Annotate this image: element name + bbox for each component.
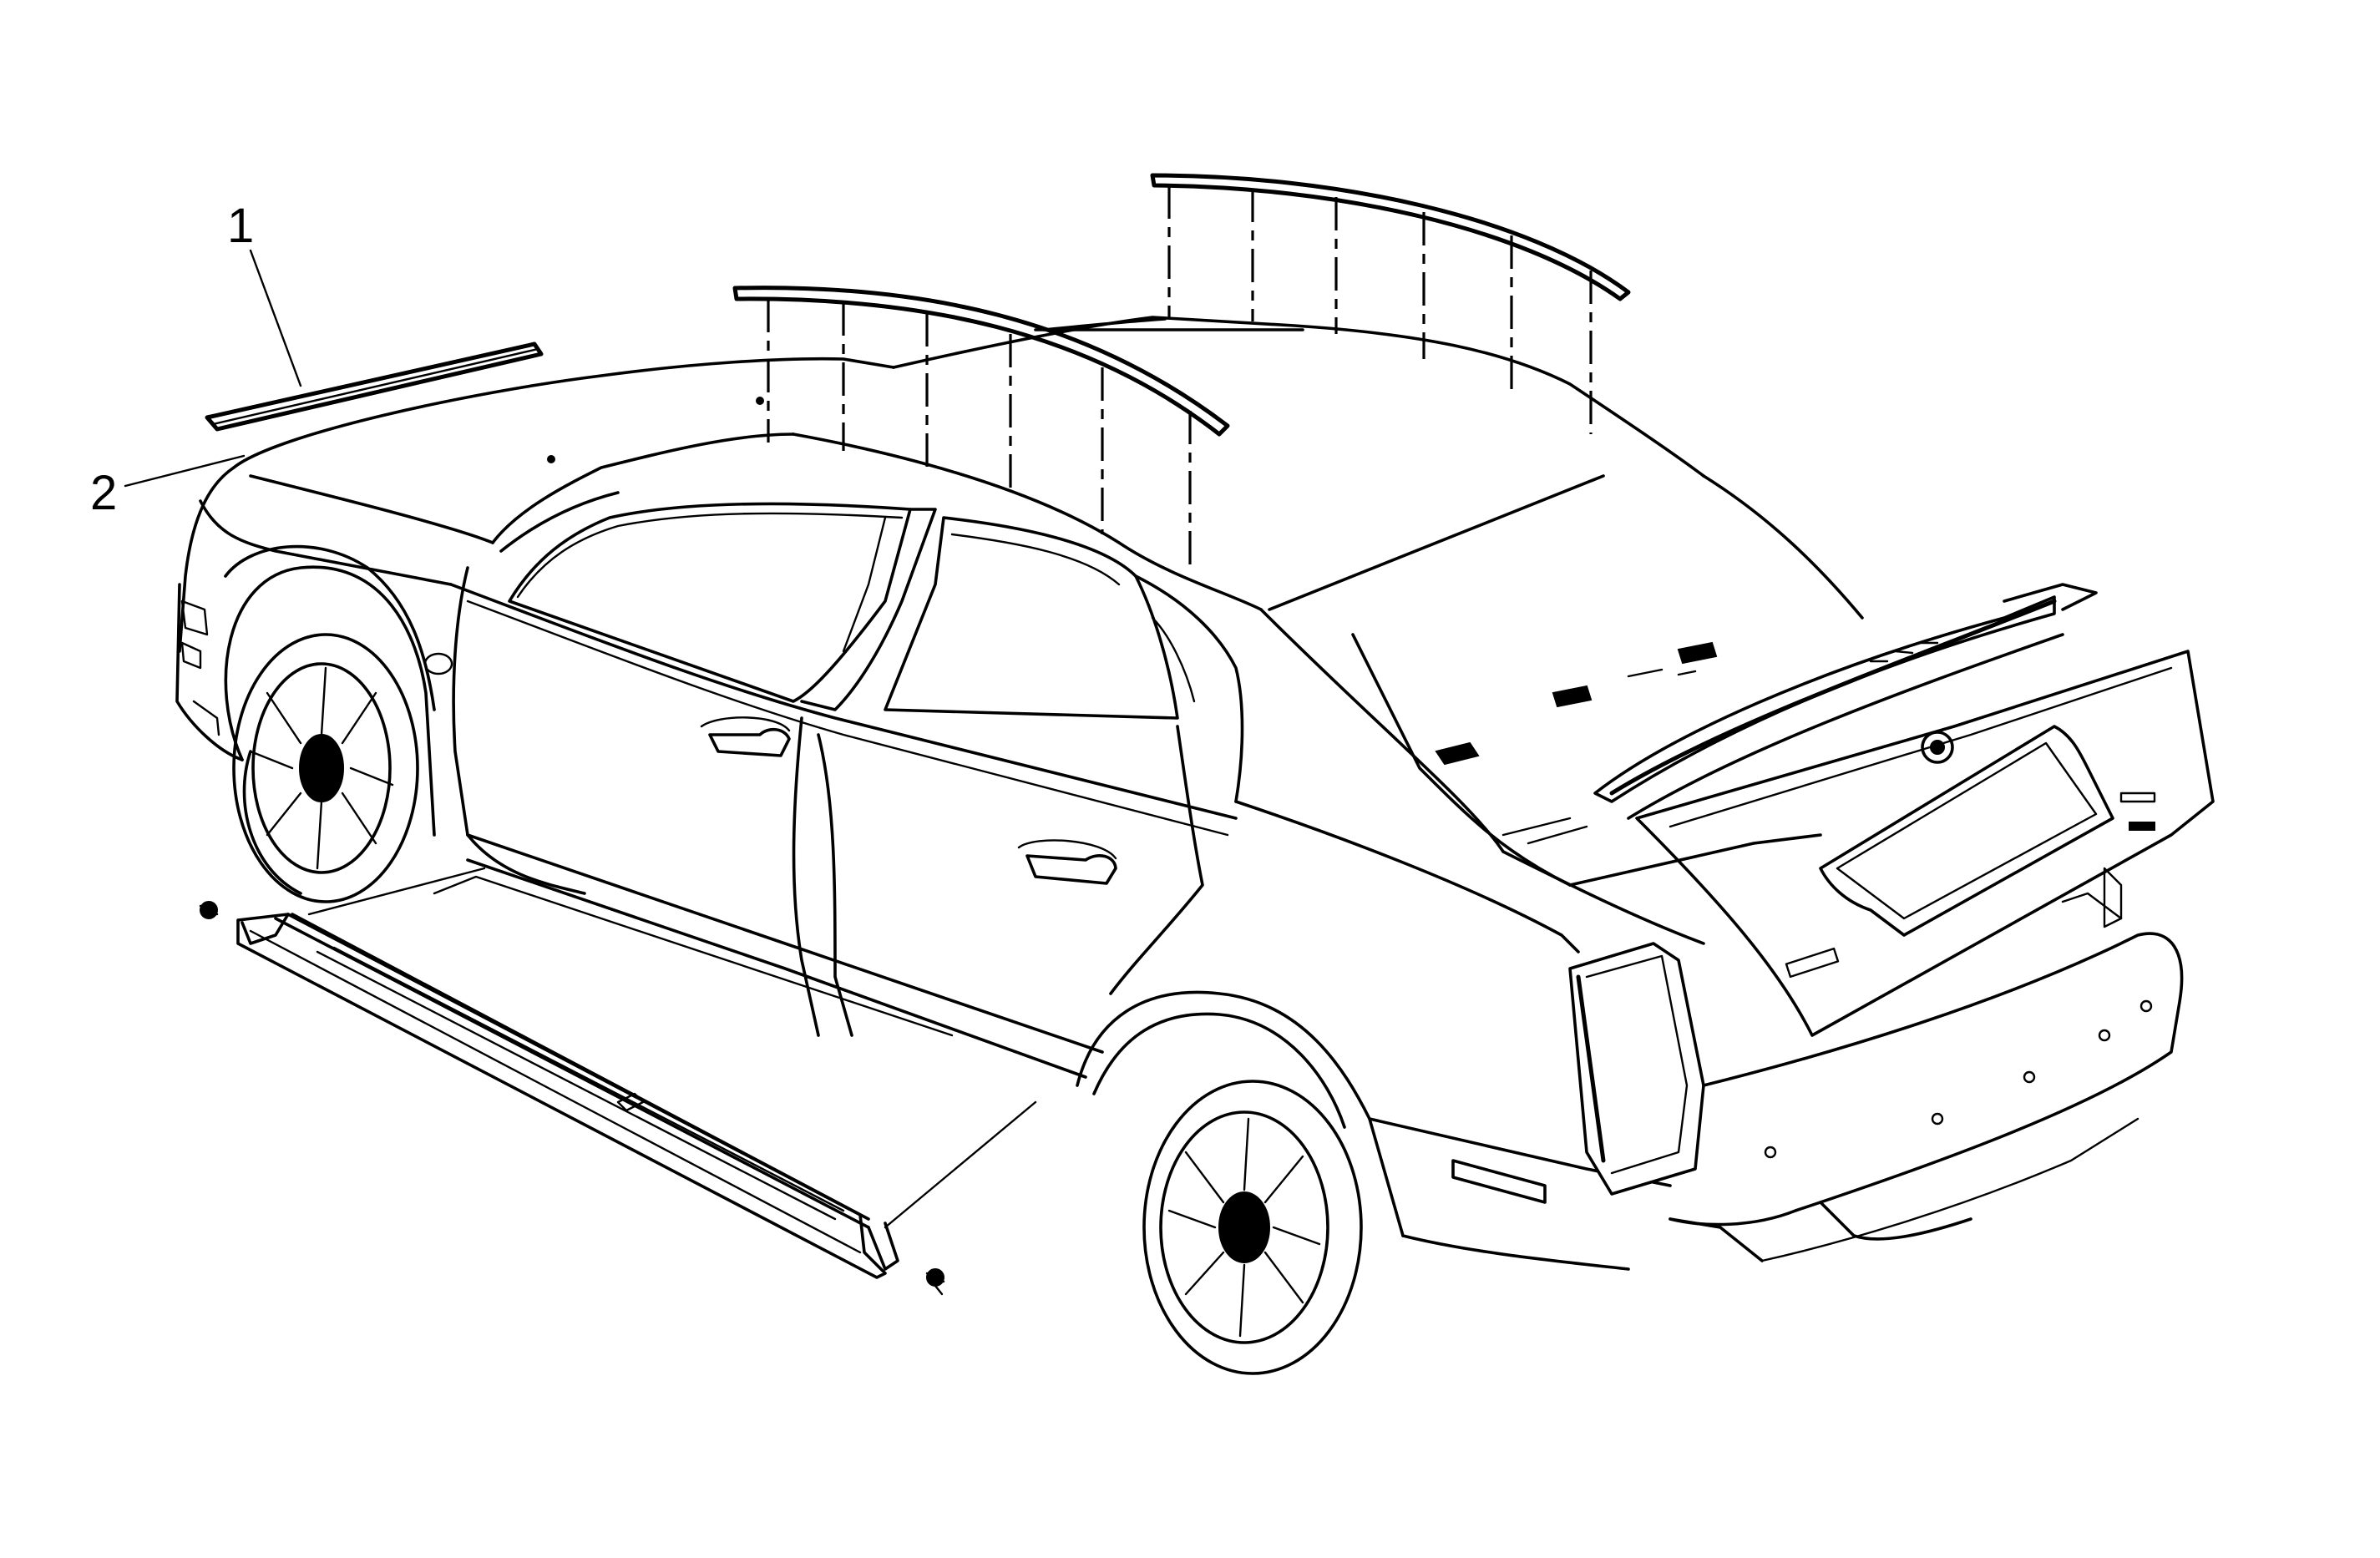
callout-2-label: 2 [90,466,117,520]
roof-molding-left [732,286,1230,568]
rear-wheel [1142,1080,1363,1375]
front-wheel [232,633,419,903]
rocker-panel-molding [199,867,1037,1296]
callout-1: 1 [227,199,302,387]
rear-door-handle [1025,854,1117,885]
callout-2: 2 [90,454,246,520]
callout-2-leader [124,454,246,488]
callout-1-leader [249,249,302,387]
roof-molding-right [1150,173,1631,434]
vehicle-body [175,316,2215,1271]
hood-details [547,397,764,463]
callout-1-label: 1 [227,199,254,253]
tail-lamp [1568,942,1705,1196]
front-door-handle [708,727,791,757]
hood-molding [205,341,544,432]
